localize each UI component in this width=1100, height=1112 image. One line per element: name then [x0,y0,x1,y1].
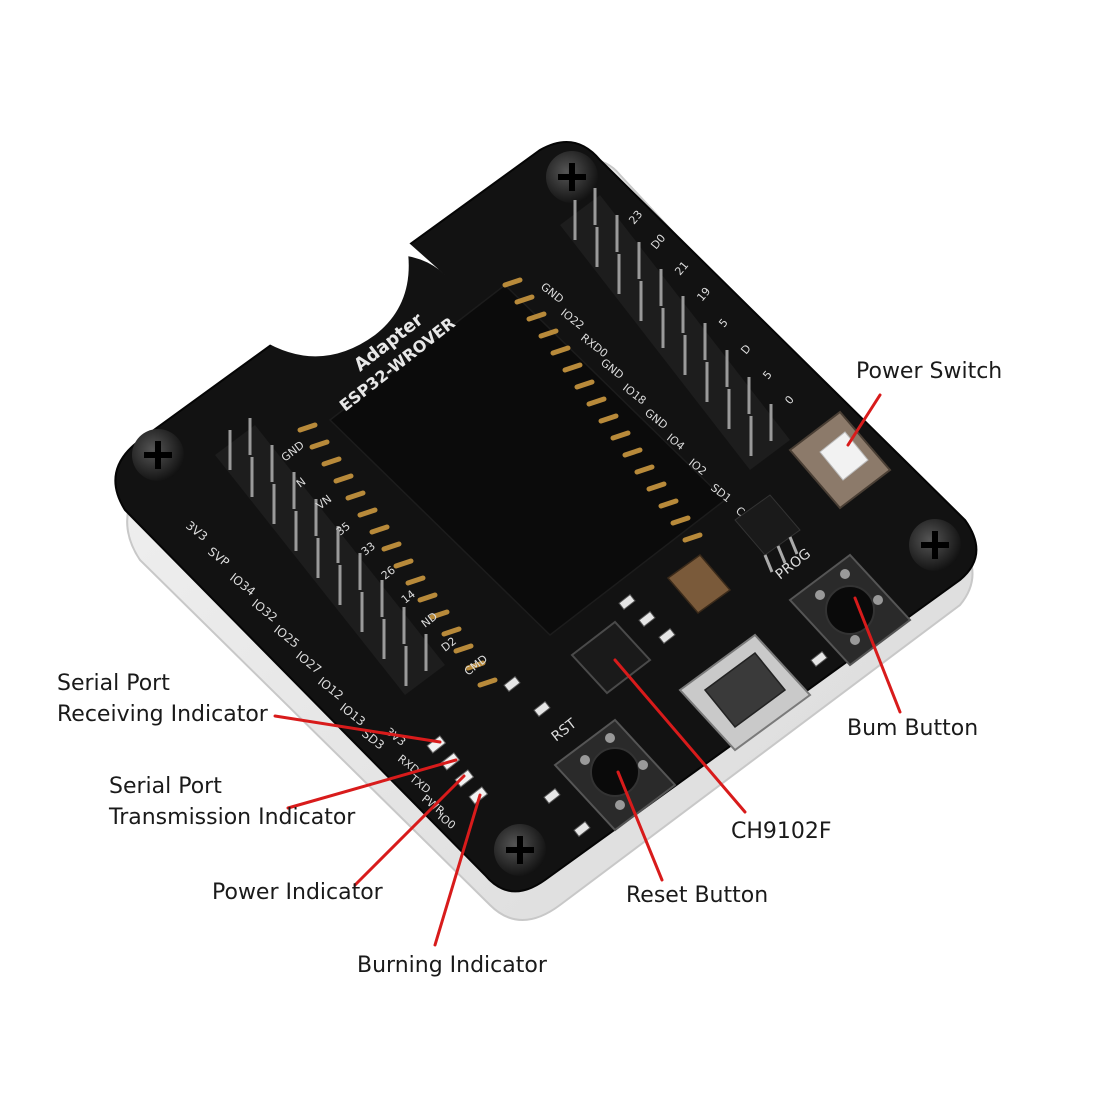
micro-usb-port[interactable] [678,633,812,752]
leader-ch9102f [613,658,747,814]
smd-components [503,593,828,838]
callout-serial-rx-line1: Serial Port [57,671,170,696]
callout-serial-tx-line1: Serial Port [109,774,222,799]
leader-power-indicator [353,774,466,887]
screw-bottom [494,824,546,876]
capacitor [666,553,732,615]
screw-right [909,519,961,571]
callout-serial-rx: Serial Port Receiving Indicator [57,668,268,730]
pogo-contacts-right [502,277,703,543]
ch9102f-chip [570,620,652,695]
pogo-contacts-left [297,422,498,688]
leader-lines [273,393,902,947]
screw-top [546,151,598,203]
leader-bum-button [853,596,902,714]
callout-reset-button: Reset Button [626,883,769,908]
callout-ch9102f: CH9102F [731,819,832,844]
top-pin-header [560,188,790,470]
callout-power-switch: Power Switch [856,359,1003,384]
socket-area [328,284,727,636]
leader-power-switch [846,393,882,447]
callout-serial-tx: Serial Port Transmission Indicator [109,771,355,833]
leader-serial-tx [286,758,458,810]
screw-left [132,429,184,481]
prog-button[interactable] [788,553,912,667]
voltage-regulator [734,494,801,573]
power-switch[interactable] [788,410,892,510]
callout-burning-indicator: Burning Indicator [357,953,547,978]
callout-power-indicator: Power Indicator [212,880,383,905]
board-notch-shape [262,235,409,357]
leader-burning-indicator [433,793,482,947]
rst-button[interactable] [553,718,677,832]
callout-bum-button: Bum Button [847,716,979,741]
leader-serial-rx [273,714,442,744]
left-pin-header [215,418,445,695]
callout-serial-rx-line2: Receiving Indicator [57,702,268,727]
callout-serial-tx-line2: Transmission Indicator [109,805,356,830]
leader-reset-button [616,770,664,882]
